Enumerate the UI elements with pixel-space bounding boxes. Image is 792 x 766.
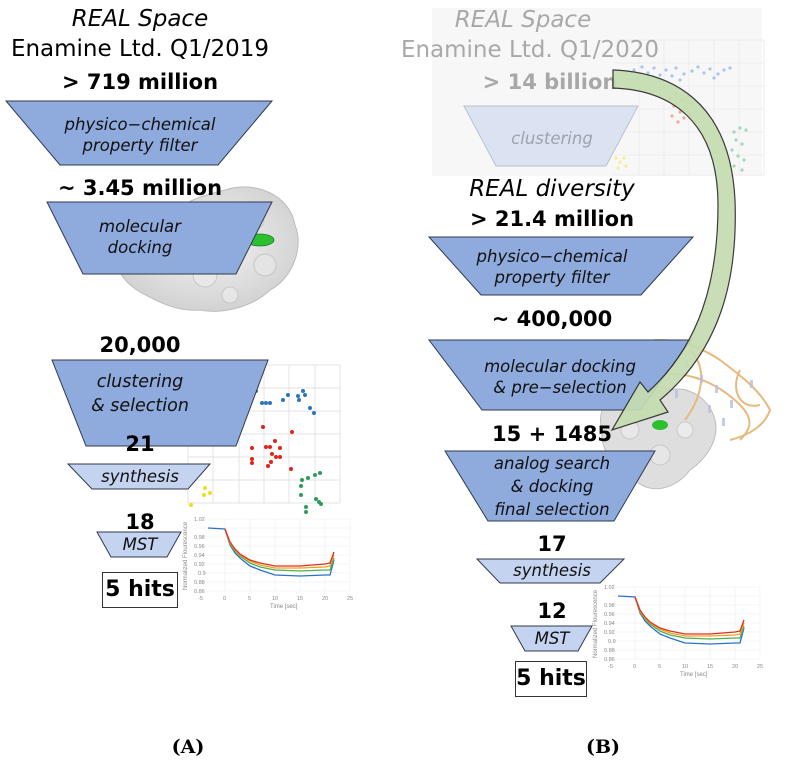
panel-b-funnel-faded-clustering — [463, 105, 639, 167]
svg-text:20: 20 — [322, 596, 328, 602]
panel-b-funnel-mst — [510, 625, 593, 652]
mst-line-chart-b: 1.02 0.98 0.96 0.94 0.92 0.9 0.88 0.86 -5 0 5 10 15… — [593, 585, 763, 678]
panel-a-funnel-docking — [46, 201, 273, 275]
panel-b-label: (B) — [585, 736, 621, 758]
panel-b-step-mst: MST — [534, 629, 570, 648]
panel-b-count-4: 12 — [537, 599, 567, 623]
panel-b-result-hits: 5 hits — [515, 661, 587, 697]
svg-text:5: 5 — [248, 596, 251, 602]
svg-text:0.92: 0.92 — [194, 562, 205, 568]
svg-text:15: 15 — [707, 664, 713, 670]
panel-a-count-1: ~ 3.45 million — [57, 176, 223, 200]
svg-text:0.98: 0.98 — [194, 535, 205, 541]
panel-a-source-subtitle: Enamine Ltd. Q1/2019 — [10, 36, 270, 62]
panel-a-funnel-mst — [96, 531, 182, 558]
svg-text:-5: -5 — [608, 664, 613, 670]
curved-arrow-icon — [610, 69, 736, 432]
svg-text:0.9: 0.9 — [608, 639, 616, 645]
panel-b-subset-title: REAL diversity — [469, 176, 635, 202]
svg-text:Normalized Flourescence: Normalized Flourescence — [183, 521, 189, 590]
panel-b-step-synthesis: synthesis — [513, 561, 591, 580]
panel-b-count-2: 15 + 1485 — [492, 422, 612, 446]
svg-text:25: 25 — [757, 664, 763, 670]
svg-text:10: 10 — [272, 596, 278, 602]
svg-text:Time [sec]: Time [sec] — [680, 672, 708, 678]
panel-a-funnel-filter — [4, 100, 274, 166]
svg-text:0.88: 0.88 — [604, 648, 615, 654]
panel-b-funnel-filter — [427, 236, 695, 296]
svg-text:20: 20 — [732, 664, 738, 670]
panel-a-source-title: REAL Space — [71, 6, 209, 32]
svg-text:25: 25 — [347, 596, 353, 602]
panel-a-result-hits: 5 hits — [102, 572, 178, 608]
svg-text:0.96: 0.96 — [604, 612, 615, 618]
panel-a-step-clustering: clustering & selection — [91, 372, 189, 416]
svg-text:0.98: 0.98 — [604, 603, 615, 609]
panel-b-source-title: REAL Space — [454, 7, 592, 33]
svg-text:0.88: 0.88 — [194, 580, 205, 586]
panel-b-count-0: > 21.4 million — [469, 207, 635, 231]
svg-text:0.9: 0.9 — [198, 571, 206, 577]
svg-text:0.86: 0.86 — [604, 657, 615, 663]
panel-b-step-analog-search: analog search & docking final selection — [493, 454, 611, 519]
svg-text:0.96: 0.96 — [194, 544, 205, 550]
panel-a-count-3: 21 — [125, 432, 155, 456]
svg-text:0: 0 — [223, 596, 226, 602]
panel-a-funnel-synthesis — [66, 463, 212, 490]
svg-text:-5: -5 — [198, 596, 203, 602]
panel-a-label: (A) — [171, 736, 205, 758]
panel-b-funnel-synthesis — [475, 558, 626, 584]
svg-text:Time [sec]: Time [sec] — [270, 604, 298, 610]
ligand-icon — [652, 420, 668, 430]
svg-text:5: 5 — [658, 664, 661, 670]
panel-a-count-4: 18 — [125, 510, 155, 534]
svg-text:10: 10 — [682, 664, 688, 670]
panel-a-step-mst: MST — [122, 535, 158, 554]
panel-b-source-subtitle: Enamine Ltd. Q1/2020 — [400, 37, 660, 63]
panel-b-step-faded-clustering: clustering — [511, 129, 593, 148]
panel-b-step-filter: physico−chemical property filter — [476, 247, 628, 287]
svg-text:0: 0 — [633, 664, 636, 670]
svg-text:0.92: 0.92 — [604, 630, 615, 636]
panel-a-step-filter: physico−chemical property filter — [64, 115, 216, 155]
svg-text:0.94: 0.94 — [194, 553, 205, 559]
svg-text:0.94: 0.94 — [604, 621, 615, 627]
panel-a-funnel-clustering — [51, 359, 269, 447]
panel-a-count-2: 20,000 — [99, 333, 181, 357]
panel-a-count-0: > 719 million — [61, 70, 219, 94]
svg-text:1.02: 1.02 — [604, 585, 615, 591]
mst-line-chart-a: 1.02 0.98 0.96 0.94 0.92 0.9 0.88 0.86 -5 0 5 10 15… — [183, 517, 353, 610]
svg-text:0.86: 0.86 — [194, 589, 205, 595]
svg-text:Normalized Flourescence: Normalized Flourescence — [593, 589, 599, 658]
panel-b-step-docking: molecular docking & pre−selection — [484, 357, 636, 397]
panel-a-step-synthesis: synthesis — [101, 467, 179, 486]
panel-b-count-3: 17 — [537, 532, 567, 556]
panel-b-count-1: ~ 400,000 — [491, 307, 613, 331]
panel-b-funnel-analog-search — [444, 450, 656, 522]
panel-a-step-docking: molecular docking — [99, 217, 181, 257]
panel-b-source-count: > 14 billion — [482, 70, 618, 94]
svg-text:15: 15 — [297, 596, 303, 602]
svg-text:1.02: 1.02 — [194, 517, 205, 523]
